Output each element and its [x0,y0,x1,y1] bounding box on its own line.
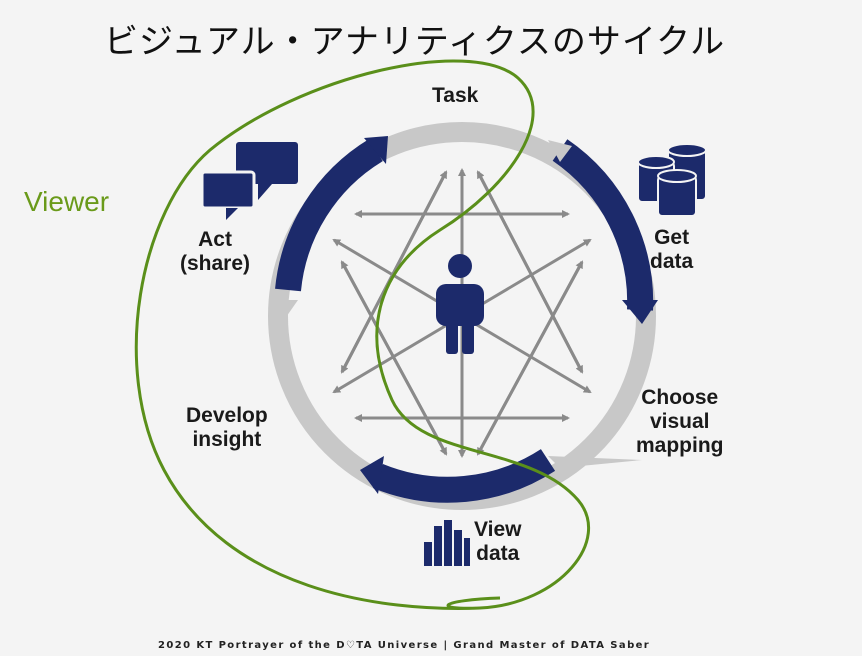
ring-arrow-top [548,140,572,162]
label-task: Task [432,84,478,108]
label-choose-line2: visual [649,410,710,433]
footer-credit: 2020 KT Portrayer of the D♡TA Universe |… [158,640,651,651]
label-act-line2: (share) [180,252,251,275]
label-act-line1: Act [198,228,232,251]
interaction-arrows [332,168,592,458]
database-icon [637,143,707,217]
arc-get-data [552,139,654,311]
label-choose-mapping: Choose visual mapping [636,386,724,458]
viewer-label: Viewer [24,186,110,217]
label-develop-line2: insight [192,428,262,451]
person-icon [436,254,484,354]
chat-bubbles-icon [200,142,298,220]
label-get-data: Get data [650,226,693,274]
arc-get-data-head [622,300,658,324]
ring-arrow-right [548,456,642,468]
bar-chart-icon [424,520,470,566]
label-view-line1: View [474,518,522,541]
page-title: ビジュアル・アナリティクスのサイクル [104,22,726,62]
ring-arrow-left [276,300,298,320]
arc-view-data [373,448,556,503]
viewer-loop [134,59,591,610]
label-get-data-line1: Get [654,226,690,249]
arc-act-head [364,136,388,164]
label-get-data-line2: data [650,250,694,273]
label-view-line2: data [476,542,520,565]
label-develop-line1: Develop [186,404,268,427]
label-choose-line1: Choose [641,386,719,409]
label-view-data: View data [474,518,521,566]
label-act-share: Act (share) [180,228,250,276]
label-develop-insight: Develop insight [186,404,268,452]
label-choose-line3: mapping [636,434,724,457]
arc-act [275,138,383,292]
arc-view-data-head [360,456,384,494]
label-task-text: Task [432,84,479,107]
